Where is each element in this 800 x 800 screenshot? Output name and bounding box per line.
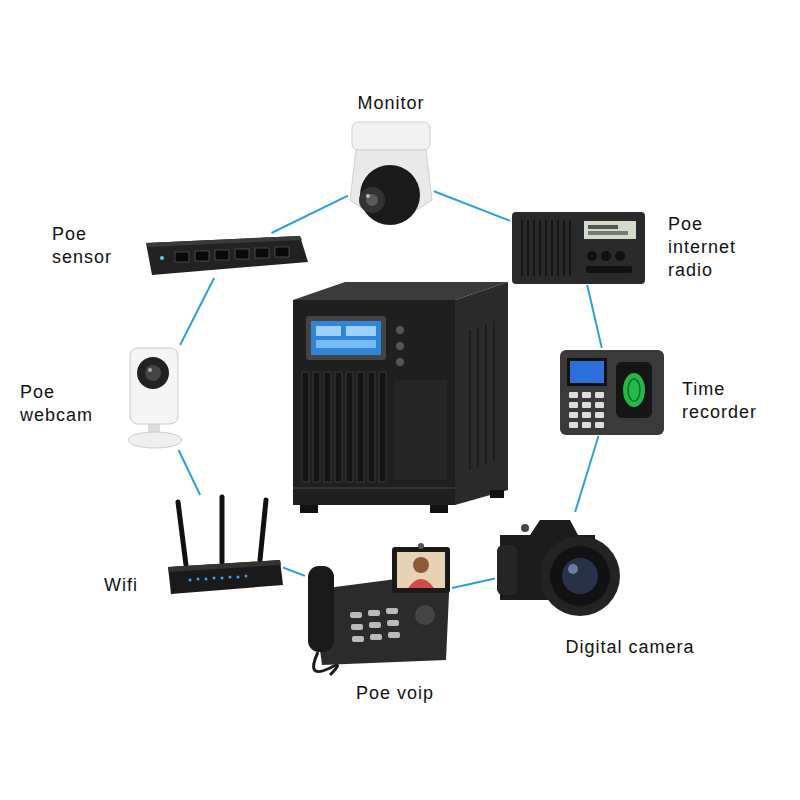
device-node: Digital camera xyxy=(495,512,623,617)
device-label: Time recorder xyxy=(682,378,782,424)
device-label: Digital camera xyxy=(530,636,730,659)
device-node: Poe internet radio xyxy=(510,210,647,285)
network-link xyxy=(179,450,201,495)
network-link xyxy=(587,285,602,348)
device-node: Poe webcam xyxy=(125,345,182,450)
network-link xyxy=(575,436,598,512)
webcam xyxy=(128,348,182,448)
poe-switch xyxy=(146,236,308,275)
device-node: Poe sensor xyxy=(143,233,308,278)
ups-tower xyxy=(293,282,508,513)
device-label: Poe voip xyxy=(310,682,480,705)
device-label: Wifi xyxy=(104,574,164,597)
device-label: Poe webcam xyxy=(20,381,120,427)
device-label: Poe internet radio xyxy=(668,213,763,282)
network-link xyxy=(283,568,305,576)
wifi-router xyxy=(168,497,283,594)
device-node: Monitor xyxy=(348,122,434,227)
internet-radio xyxy=(512,212,645,284)
device-label: Poe sensor xyxy=(52,223,140,269)
ptz-camera xyxy=(350,122,432,225)
network-link xyxy=(271,196,348,233)
device-node: Wifi xyxy=(165,495,283,595)
dslr-camera xyxy=(497,520,620,616)
device-label: Monitor xyxy=(316,92,466,115)
device-node: Time recorder xyxy=(558,348,666,436)
network-link xyxy=(180,278,214,345)
device-node: Poe voip xyxy=(305,543,452,665)
network-link xyxy=(452,579,495,588)
network-link xyxy=(434,191,510,221)
time-recorder xyxy=(560,350,664,435)
voip-phone xyxy=(308,543,450,675)
